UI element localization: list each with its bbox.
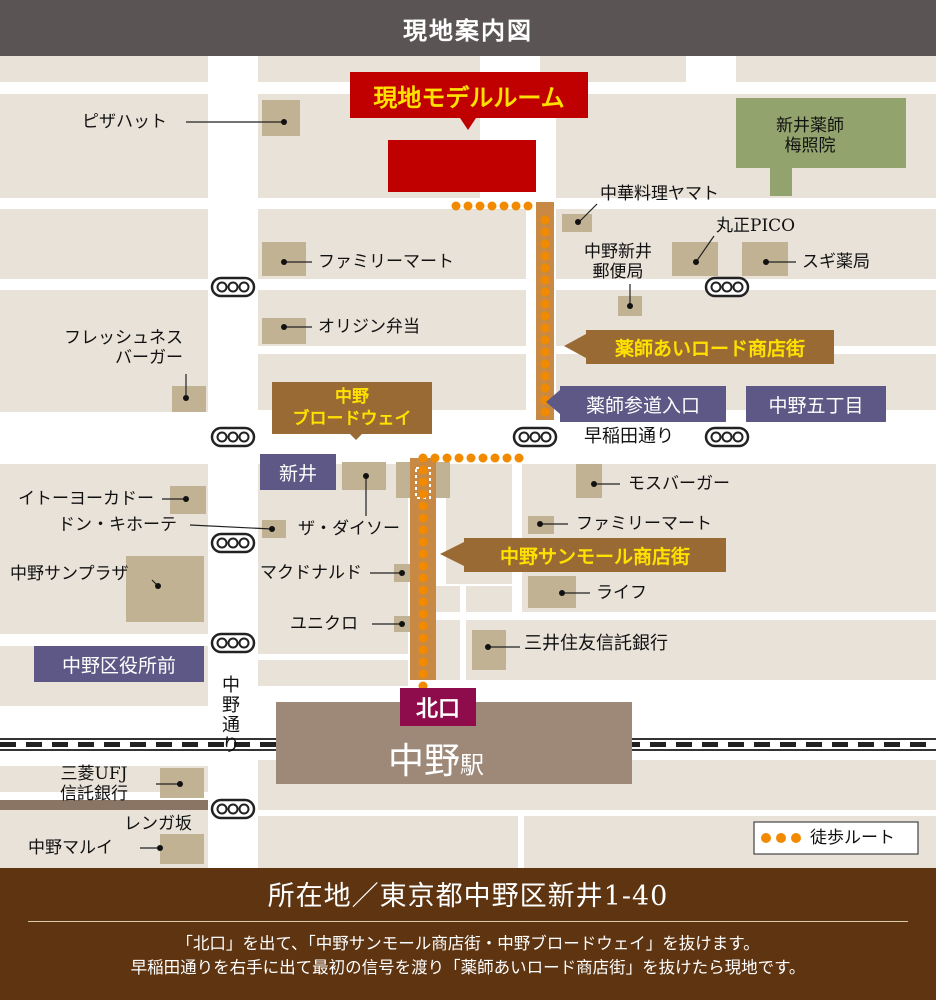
route-dot (540, 371, 550, 381)
route-dot (418, 597, 428, 607)
route-dot (502, 453, 512, 463)
label-waseda-dori: 早稲田通り (584, 426, 674, 447)
leader-lines (140, 121, 796, 849)
route-dot (540, 383, 550, 393)
route-dot (540, 311, 550, 321)
route-dot (451, 201, 461, 211)
intersection-arai: 新井 (260, 454, 336, 490)
route-dot (463, 201, 473, 211)
label-smbc: 三井住友信託銀行 (524, 633, 668, 654)
map-area: 現地モデルルーム ピザハット ファミリーマート オリジン弁当 フレッシュネス バ… (0, 56, 936, 868)
dot-markers (155, 119, 769, 851)
label-nakano-dori: 中 野 通 り (222, 675, 240, 756)
route-dot (514, 453, 524, 463)
route-dot (454, 453, 464, 463)
route-dot (540, 275, 550, 285)
route-dot (478, 453, 488, 463)
label-pizza-hut: ピザハット (82, 112, 167, 132)
label-life: ライフ (596, 583, 647, 603)
route-dot (418, 537, 428, 547)
street-label-yakushi-ai-road: 薬師あいロード商店街 (586, 330, 834, 364)
label-chuka-yamato: 中華料理ヤマト (600, 184, 719, 204)
route-dot (540, 215, 550, 225)
intersection-yakushi-sando: 薬師参道入口 (560, 386, 726, 422)
address: 所在地／東京都中野区新井1-40 (267, 881, 669, 912)
label-familymart-2: ファミリーマート (576, 514, 712, 534)
intersection-kuyakusho: 中野区役所前 (34, 646, 204, 682)
route-dot (523, 201, 533, 211)
route-dot (418, 669, 428, 679)
directions-line-2: 早稲田通りを右手に出て最初の信号を渡り「薬師あいロード商店街」を抜けたら現地です… (130, 958, 806, 977)
route-dot (540, 299, 550, 309)
route-dot (475, 201, 485, 211)
label-renga: レンガ坂 (124, 814, 192, 834)
route-dot (430, 453, 440, 463)
route-dot (540, 251, 550, 261)
traffic-signal-lamps (216, 281, 744, 815)
route-dot (418, 657, 428, 667)
street-label-broadway: 中野 ブロードウェイ (272, 382, 432, 434)
route-dot (418, 489, 428, 499)
route-dot (540, 347, 550, 357)
intersection-nakano-5chome: 中野五丁目 (746, 386, 886, 422)
model-room-tag: 現地モデルルーム (350, 72, 588, 118)
directions-line-1: 「北口」を出て、「中野サンモール商店街・中野ブロードウェイ」を抜けます。 (176, 934, 760, 953)
route-dot (540, 407, 550, 417)
route-dot (499, 201, 509, 211)
label-marui: 中野マルイ (28, 838, 113, 858)
route-dot (418, 633, 428, 643)
route-dot (442, 453, 452, 463)
label-sunplaza: 中野サンプラザ (10, 564, 129, 584)
station-name: 中野駅 (388, 741, 485, 782)
route-dot (540, 323, 550, 333)
route-dot (418, 549, 428, 559)
label-post-office: 中野新井 郵便局 (584, 242, 652, 282)
route-dot (418, 585, 428, 595)
route-dot (490, 453, 500, 463)
label-familymart-1: ファミリーマート (318, 252, 454, 272)
route-dot (511, 201, 521, 211)
route-dot (418, 513, 428, 523)
route-dot (487, 201, 497, 211)
legend-label: 徒歩ルート (810, 828, 895, 848)
label-mos: モスバーガー (628, 474, 730, 494)
route-dot (540, 359, 550, 369)
route-dot (418, 501, 428, 511)
label-sugi: スギ薬局 (802, 252, 870, 272)
route-dot (540, 263, 550, 273)
route-dot (418, 573, 428, 583)
label-uniqlo: ユニクロ (290, 614, 358, 634)
station-north-exit: 北口 (400, 688, 476, 726)
label-mufg: 三菱UFJ 信託銀行 (60, 764, 128, 804)
map-title: 現地案内図 (0, 0, 936, 56)
route-dot (418, 525, 428, 535)
footer: 所在地／東京都中野区新井1-40 「北口」を出て、「中野サンモール商店街・中野ブ… (0, 868, 936, 1000)
walking-route (418, 201, 550, 691)
route-dot (418, 609, 428, 619)
label-ito-yokado: イトーヨーカドー (18, 489, 154, 509)
label-origin-bento: オリジン弁当 (318, 317, 420, 337)
route-dot (540, 335, 550, 345)
route-dot (418, 645, 428, 655)
label-marusho-pico: 丸正PICO (716, 216, 796, 236)
label-arai-yakushi: 新井薬師 梅照院 (776, 116, 844, 156)
street-label-sunmall: 中野サンモール商店街 (464, 538, 726, 572)
route-dot (418, 453, 428, 463)
route-dot (418, 477, 428, 487)
label-freshness-burger: フレッシュネス バーガー (64, 328, 183, 368)
label-daiso: ザ・ダイソー (298, 519, 400, 539)
footer-divider (28, 921, 908, 922)
route-dot (418, 621, 428, 631)
route-dot (418, 561, 428, 571)
label-donki: ドン・キホーテ (58, 515, 177, 535)
route-dot (540, 239, 550, 249)
label-mcdonalds: マクドナルド (260, 563, 362, 583)
route-dot (418, 465, 428, 475)
route-dot (466, 453, 476, 463)
route-dot (540, 287, 550, 297)
route-dot (540, 227, 550, 237)
